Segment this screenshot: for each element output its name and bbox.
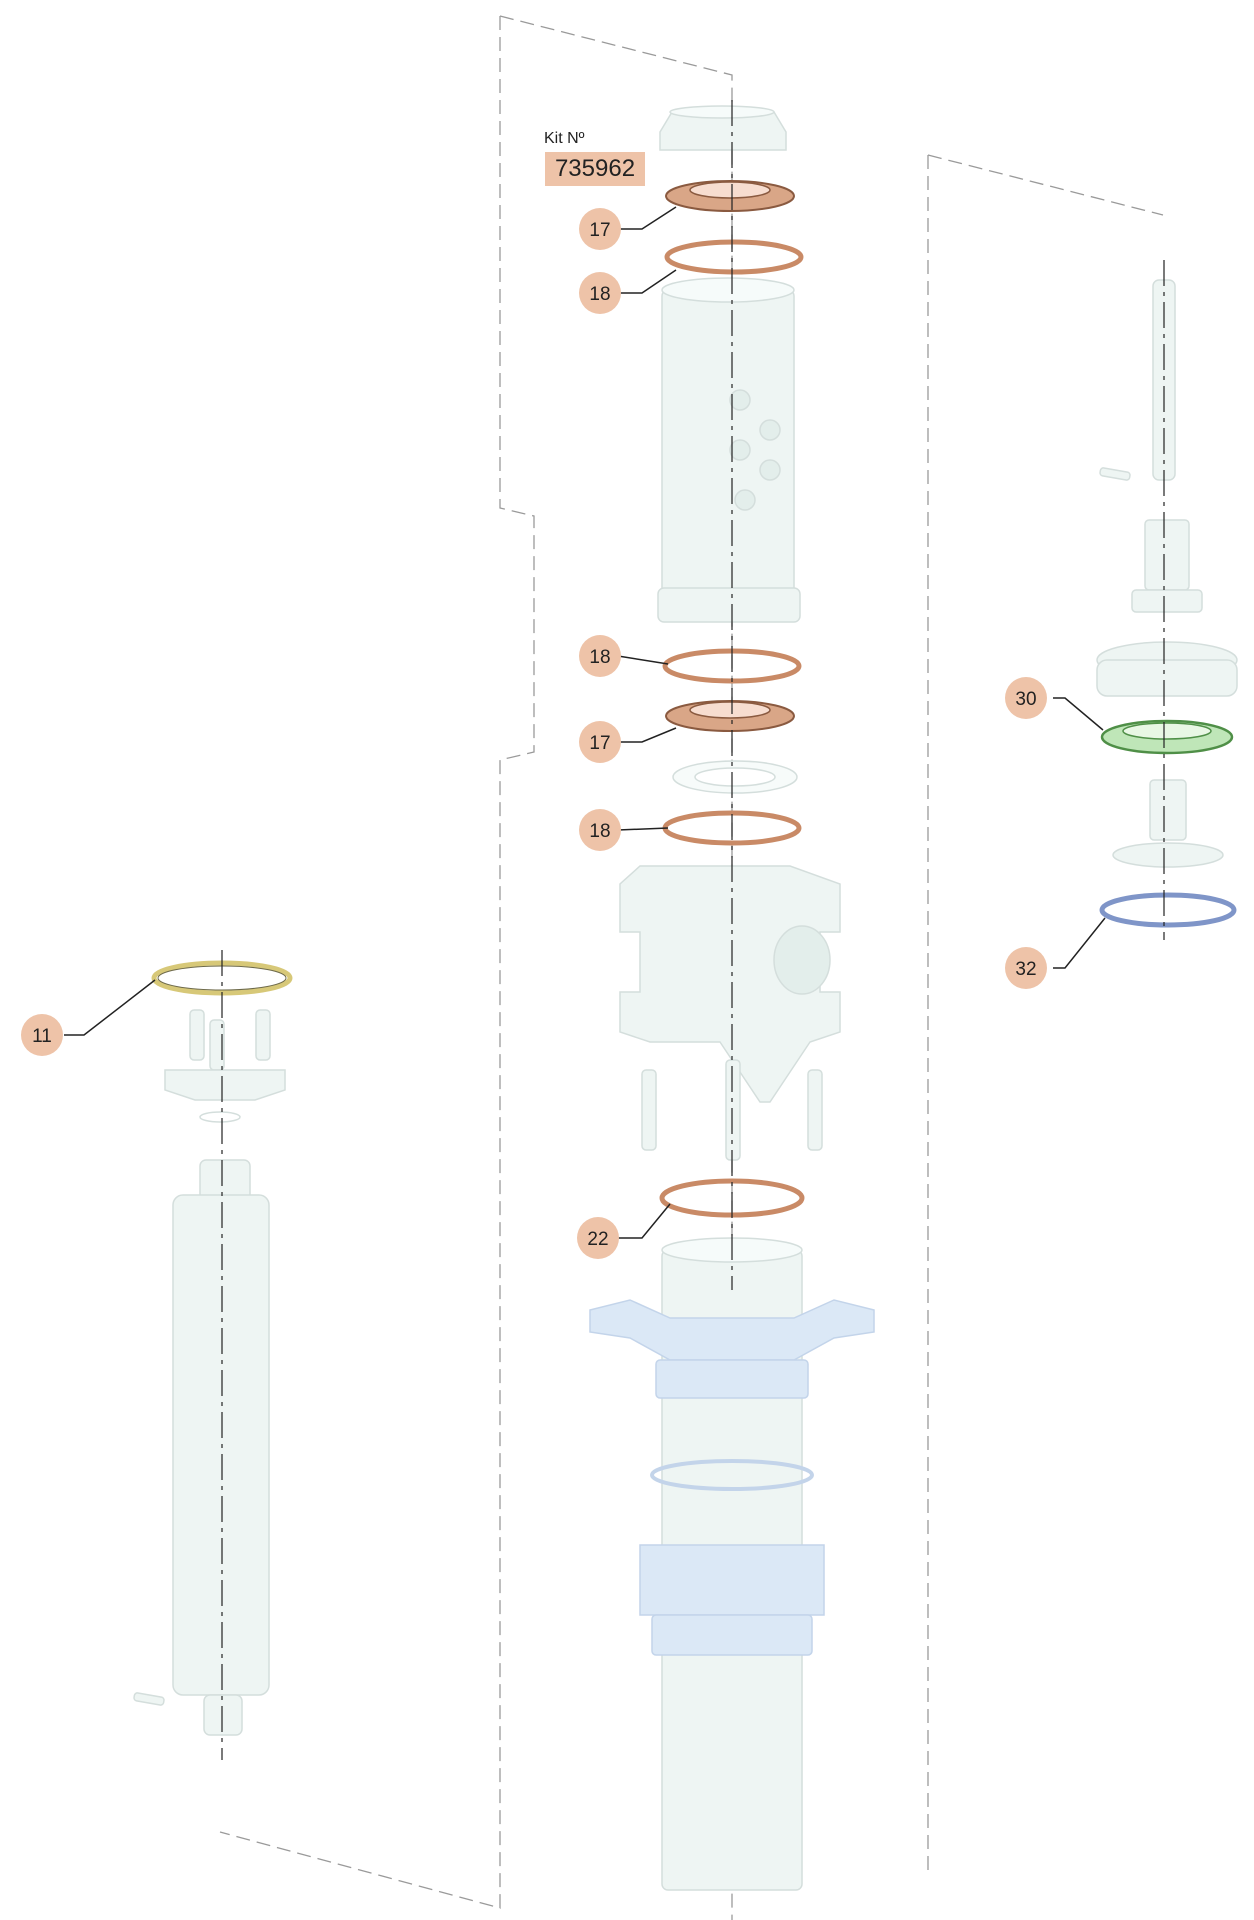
callout-30: 30 bbox=[1005, 677, 1047, 719]
callout-18-mid: 18 bbox=[579, 635, 621, 677]
callout-11: 11 bbox=[21, 1014, 63, 1056]
right-column-parts bbox=[1096, 279, 1238, 868]
callout-22: 22 bbox=[577, 1217, 619, 1259]
oring-18-top bbox=[664, 239, 804, 275]
callout-17-mid-label: 17 bbox=[589, 733, 610, 754]
left-column-parts bbox=[133, 1009, 286, 1736]
seal-30-inner bbox=[1122, 722, 1212, 740]
callout-22-label: 22 bbox=[587, 1229, 608, 1250]
callout-17-top: 17 bbox=[579, 208, 621, 250]
callout-17-mid: 17 bbox=[579, 721, 621, 763]
kit-label: Kit Nº bbox=[544, 130, 585, 147]
callout-30-label: 30 bbox=[1015, 689, 1036, 710]
callout-18-low: 18 bbox=[579, 809, 621, 851]
callout-18-low-label: 18 bbox=[589, 821, 610, 842]
callout-18-top: 18 bbox=[579, 272, 621, 314]
leader-lines bbox=[64, 206, 1106, 1239]
oring-32 bbox=[1099, 892, 1237, 928]
dashed-guides bbox=[219, 15, 1164, 1920]
kit-number: 735962 bbox=[545, 152, 645, 186]
callout-32: 32 bbox=[1005, 947, 1047, 989]
callout-18-mid-label: 18 bbox=[589, 647, 610, 668]
callout-18-top-label: 18 bbox=[589, 284, 610, 305]
callout-32-label: 32 bbox=[1015, 959, 1036, 980]
callout-17-top-label: 17 bbox=[589, 220, 610, 241]
callout-11-label: 11 bbox=[32, 1026, 52, 1047]
lower-tube-nuts bbox=[589, 1299, 875, 1656]
